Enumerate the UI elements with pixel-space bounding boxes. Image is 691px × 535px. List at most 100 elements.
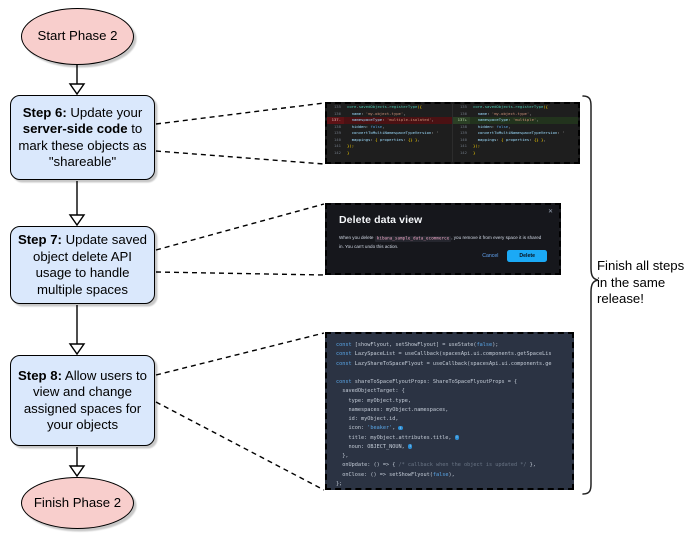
diff-line: 136 name: 'my-object-type', [453, 110, 578, 118]
node-finish-phase-2[interactable]: Finish Phase 2 [21, 477, 134, 529]
diff-line: 136 name: 'my-object-type', [327, 110, 452, 118]
callout-delete-modal: ✕ Delete data view When you delete kiban… [325, 203, 561, 275]
diff-line-number: 142 [327, 149, 344, 157]
diff-line-number: 140 [453, 136, 470, 144]
dialog-actions: Cancel Delete [482, 249, 547, 262]
node-step-7-label: Step 7: Update saved object delete API u… [17, 232, 147, 297]
code-line: const LazySpaceList = useCallback(spaces… [336, 351, 552, 358]
diff-line-code: mappings: { properties: {} }, [351, 136, 420, 142]
dialog-body-before: When you delete [339, 235, 374, 240]
diff-line-number: 142 [453, 149, 470, 157]
callout-line-step7-bottom [155, 271, 325, 276]
info-icon[interactable]: i [454, 435, 460, 440]
diff-line-code: convertToMultiNamespaceTypeVersion: ' [477, 130, 565, 136]
code-line: namespaces: myObject.namespaces, [336, 406, 449, 413]
diff-line: 139 convertToMultiNamespaceTypeVersion: … [453, 130, 578, 137]
diff-line-number: 139 [327, 130, 344, 137]
grouping-brace [582, 95, 599, 495]
code-line: title: myObject.attributes.title, i [336, 434, 460, 441]
diff-line-code: hidden: false, [477, 123, 511, 129]
diff-line-code: core.savedObjects.registerType({ [473, 104, 548, 109]
node-start-phase-2[interactable]: Start Phase 2 [21, 8, 134, 65]
diff-line-code: convertToMultiNamespaceTypeVersion: ' [351, 130, 439, 136]
dialog-body: When you delete kibana_sample_data_ecomm… [339, 234, 547, 250]
node-finish-label: Finish Phase 2 [33, 494, 122, 510]
dialog-body-after: , you remove it from every space it is s… [339, 235, 542, 249]
code-line: noun: OBJECT_NOUN, i [336, 443, 413, 450]
diff-line-number: 138 [327, 123, 344, 131]
code-line: }, [336, 453, 349, 459]
diff-line-code: core.savedObjects.registerType({ [347, 104, 422, 109]
node-step-7[interactable]: Step 7: Update saved object delete API u… [10, 226, 155, 304]
code-line: const shareToSpaceFlyoutProps: ShareToSp… [336, 379, 518, 385]
callout-line-step6-bottom [155, 150, 325, 165]
diff-line-code: } [473, 149, 476, 155]
delete-data-view-dialog: ✕ Delete data view When you delete kiban… [327, 205, 559, 273]
diff-line-code: } [347, 149, 350, 155]
diff-line-number: 141 [327, 143, 344, 150]
diff-line-code: }); [473, 143, 481, 149]
diff-line-number: 136 [453, 110, 470, 118]
brace-note-label: Finish all steps in the same release! [597, 258, 685, 306]
diff-line-number: 136 [327, 110, 344, 118]
info-icon[interactable]: i [407, 444, 413, 449]
close-icon[interactable]: ✕ [547, 209, 553, 215]
callout-line-step8-top [155, 332, 325, 376]
diff-line: 139 convertToMultiNamespaceTypeVersion: … [327, 130, 452, 137]
cancel-button[interactable]: Cancel [482, 252, 499, 259]
diff-line: 141}); [453, 143, 578, 150]
code-line: icon: 'beaker', i [336, 425, 404, 432]
diff-line-number: 137+ [453, 117, 470, 124]
data-view-name-token: kibana_sample_data_ecommerce [374, 235, 452, 242]
code-line: savedObjectTarget: { [336, 388, 405, 395]
node-step-8[interactable]: Step 8: Allow users to view and change a… [10, 355, 155, 446]
diff-line: 140 mappings: { properties: {} }, [453, 136, 578, 144]
diff-line-code: mappings: { properties: {} }, [477, 136, 546, 142]
info-icon[interactable]: i [398, 425, 404, 431]
diff-line-number: 140 [327, 136, 344, 144]
diff-line: 138 hidden: false, [327, 123, 452, 131]
diff-line-number: 135 [453, 104, 470, 111]
diff-line: 142} [453, 149, 578, 157]
diff-line: 140 mappings: { properties: {} }, [327, 136, 452, 144]
callout-line-step8-bottom [155, 401, 325, 491]
code-line: id: myObject.id, [336, 416, 399, 422]
diff-line-number: 139 [453, 130, 470, 137]
callout-line-step6-top [155, 102, 325, 125]
code-line: const [showFlyout, setShowFlyout] = useS… [336, 342, 499, 348]
node-step-6[interactable]: Step 6: Update your server-side code to … [10, 95, 155, 180]
diff-line-number: 135 [327, 104, 344, 111]
react-code-block: const [showFlyout, setShowFlyout] = useS… [327, 334, 572, 488]
callout-line-step7-top [155, 203, 325, 251]
diff-line: 137- namespaceType: 'multiple-isolated', [327, 117, 452, 124]
diff-line-code: namespaceType: 'multiple-isolated', [351, 117, 434, 123]
code-line [336, 369, 572, 378]
diff-line: 142} [327, 149, 452, 157]
node-step-6-label: Step 6: Update your server-side code to … [18, 104, 147, 170]
diff-line: 141}); [327, 143, 452, 150]
code-line: onClose: () => setShowFlyout(false), [336, 471, 455, 478]
code-line: onUpdate: () => { /* callback when the o… [336, 462, 536, 469]
code-line: const LazyShareToSpaceFlyout = useCallba… [336, 360, 552, 367]
node-step-8-label: Step 8: Allow users to view and change a… [18, 367, 147, 433]
diff-line-number: 141 [453, 143, 470, 150]
node-start-label: Start Phase 2 [37, 28, 118, 44]
diff-line-number: 137- [327, 117, 344, 124]
diff-line-code: }); [347, 143, 355, 149]
diff-line-code: name: 'my-object-type', [351, 110, 406, 116]
code-line: type: myObject.type, [336, 397, 411, 404]
diff-line-code: hidden: false, [351, 123, 385, 129]
code-line: }; [336, 480, 343, 487]
diff-line: 137+ namespaceType: 'multiple', [453, 117, 578, 124]
callout-react-code: const [showFlyout, setShowFlyout] = useS… [325, 332, 574, 490]
delete-button[interactable]: Delete [507, 249, 547, 262]
diff-line-code: namespaceType: 'multiple', [477, 117, 539, 123]
diff-line-number: 138 [453, 123, 470, 131]
